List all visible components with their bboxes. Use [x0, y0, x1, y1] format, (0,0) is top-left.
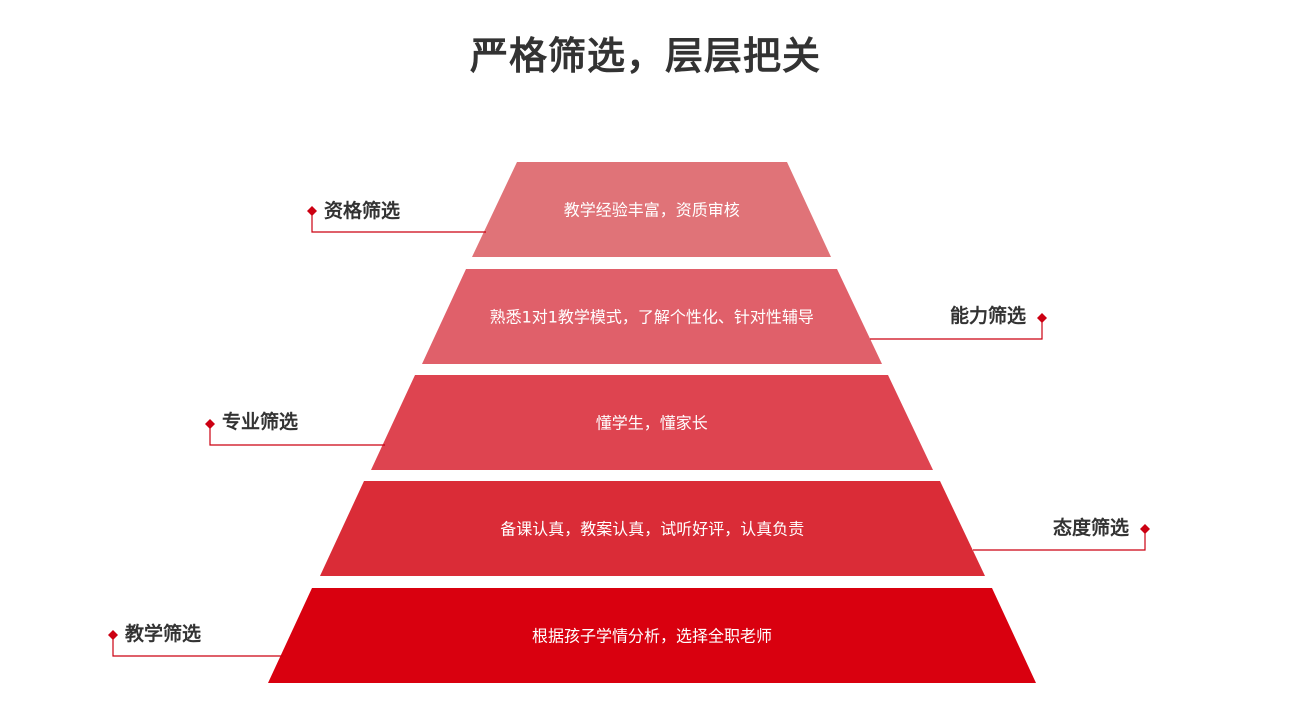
callout-connector — [311, 211, 486, 233]
filter-label: 态度筛选 — [1053, 516, 1129, 539]
pyramid-tier-2 — [422, 269, 882, 364]
pyramid-tier-1 — [472, 162, 831, 257]
tier-description: 熟悉1对1教学模式，了解个性化、针对性辅导 — [490, 308, 814, 327]
filter-label: 能力筛选 — [950, 304, 1026, 327]
diamond-bullet-icon — [307, 206, 317, 216]
diamond-bullet-icon — [108, 630, 118, 640]
tier-description: 根据孩子学情分析，选择全职老师 — [532, 627, 772, 646]
callout-connector — [973, 529, 1146, 551]
pyramid-tier-5 — [268, 588, 1036, 683]
page-title: 严格筛选，层层把关 — [469, 34, 821, 78]
pyramid-tier-4 — [320, 481, 985, 576]
callout-connector — [209, 424, 385, 446]
tier-description: 备课认真，教案认真，试听好评，认真负责 — [500, 520, 804, 539]
diamond-bullet-icon — [205, 419, 215, 429]
diamond-bullet-icon — [1037, 313, 1047, 323]
pyramid-tier-3 — [371, 375, 933, 470]
diamond-bullet-icon — [1140, 524, 1150, 534]
filter-label: 资格筛选 — [324, 199, 400, 222]
callout-connector — [112, 635, 283, 657]
callout-connector — [870, 318, 1043, 340]
tier-description: 懂学生，懂家长 — [596, 414, 708, 433]
filter-label: 教学筛选 — [125, 622, 201, 645]
tier-description: 教学经验丰富，资质审核 — [564, 201, 740, 220]
filter-label: 专业筛选 — [222, 410, 298, 433]
